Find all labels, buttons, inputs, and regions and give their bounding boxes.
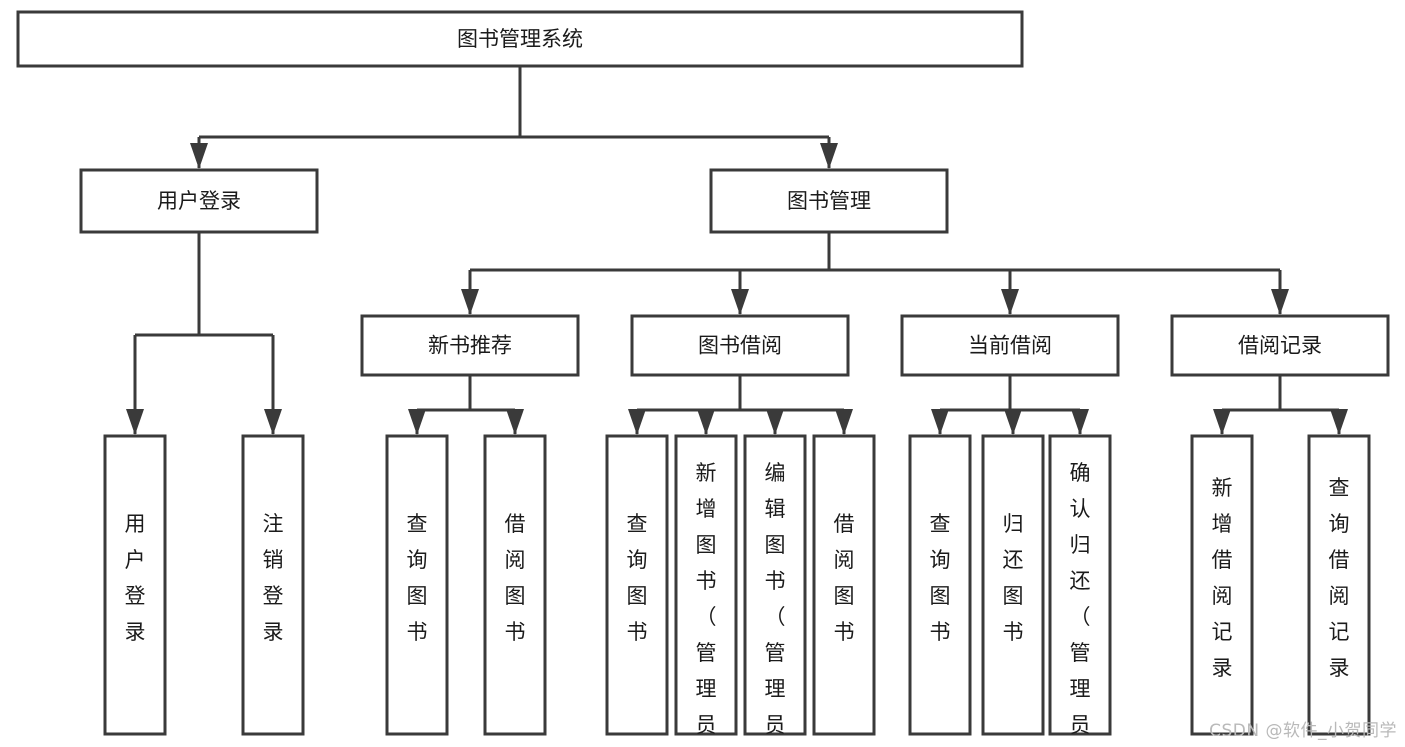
node-l2-用户登录[interactable]: 用户登录 [79, 168, 319, 234]
node-l3-新书推荐[interactable]: 新书推荐 [360, 314, 580, 377]
node-label: 图书管理 [787, 189, 871, 213]
node-l3-图书借阅[interactable]: 图书借阅 [630, 314, 850, 377]
connector-layer [126, 66, 1348, 435]
leaf-node-查询借阅记录-12[interactable]: 查询借阅记录 [1307, 434, 1371, 736]
leaf-node-用户登录-0[interactable]: 用户登录 [103, 434, 167, 736]
leaf-node-借阅图书-3[interactable]: 借阅图书 [483, 434, 547, 736]
leaf-node-label: 查询图书 [407, 512, 428, 644]
node-label: 借阅记录 [1238, 334, 1322, 358]
leaf-node-label: 查询借阅记录 [1329, 476, 1350, 680]
node-label: 图书管理系统 [457, 27, 583, 51]
leaf-node-注销登录-1[interactable]: 注销登录 [241, 434, 305, 736]
leaf-node-新增图书管理员-5[interactable]: 新增图书（管理员） [674, 434, 738, 747]
node-label: 当前借阅 [968, 334, 1052, 358]
leaf-node-label: 新增图书（管理员） [696, 461, 717, 747]
node-layer: 图书管理系统用户登录图书管理新书推荐图书借阅当前借阅借阅记录用户登录注销登录查询… [16, 10, 1390, 747]
leaf-node-确认归还管理员-10[interactable]: 确认归还（管理员） [1048, 434, 1112, 747]
leaf-node-查询图书-2[interactable]: 查询图书 [385, 434, 449, 736]
leaf-node-label: 归还图书 [1003, 512, 1024, 644]
leaf-node-label: 用户登录 [125, 512, 146, 644]
leaf-node-label: 借阅图书 [505, 512, 526, 644]
leaf-node-label: 查询图书 [930, 512, 951, 644]
leaf-node-label: 编辑图书（管理员） [765, 461, 786, 747]
node-label: 新书推荐 [428, 334, 512, 358]
leaf-node-查询图书-4[interactable]: 查询图书 [605, 434, 669, 736]
node-label: 图书借阅 [698, 334, 782, 358]
leaf-node-查询图书-8[interactable]: 查询图书 [908, 434, 972, 736]
leaf-node-label: 新增借阅记录 [1212, 476, 1233, 680]
leaf-node-新增借阅记录-11[interactable]: 新增借阅记录 [1190, 434, 1254, 736]
leaf-node-归还图书-9[interactable]: 归还图书 [981, 434, 1045, 736]
leaf-node-label: 注销登录 [263, 512, 284, 644]
node-label: 用户登录 [157, 189, 241, 213]
leaf-node-label: 确认归还（管理员） [1070, 461, 1091, 747]
leaf-node-借阅图书-7[interactable]: 借阅图书 [812, 434, 876, 736]
node-l2-图书管理[interactable]: 图书管理 [709, 168, 949, 234]
leaf-node-label: 查询图书 [627, 512, 648, 644]
node-l3-借阅记录[interactable]: 借阅记录 [1170, 314, 1390, 377]
node-l3-当前借阅[interactable]: 当前借阅 [900, 314, 1120, 377]
leaf-node-编辑图书管理员-6[interactable]: 编辑图书（管理员） [743, 434, 807, 747]
leaf-node-label: 借阅图书 [834, 512, 855, 644]
node-root-图书管理系统[interactable]: 图书管理系统 [16, 10, 1024, 68]
